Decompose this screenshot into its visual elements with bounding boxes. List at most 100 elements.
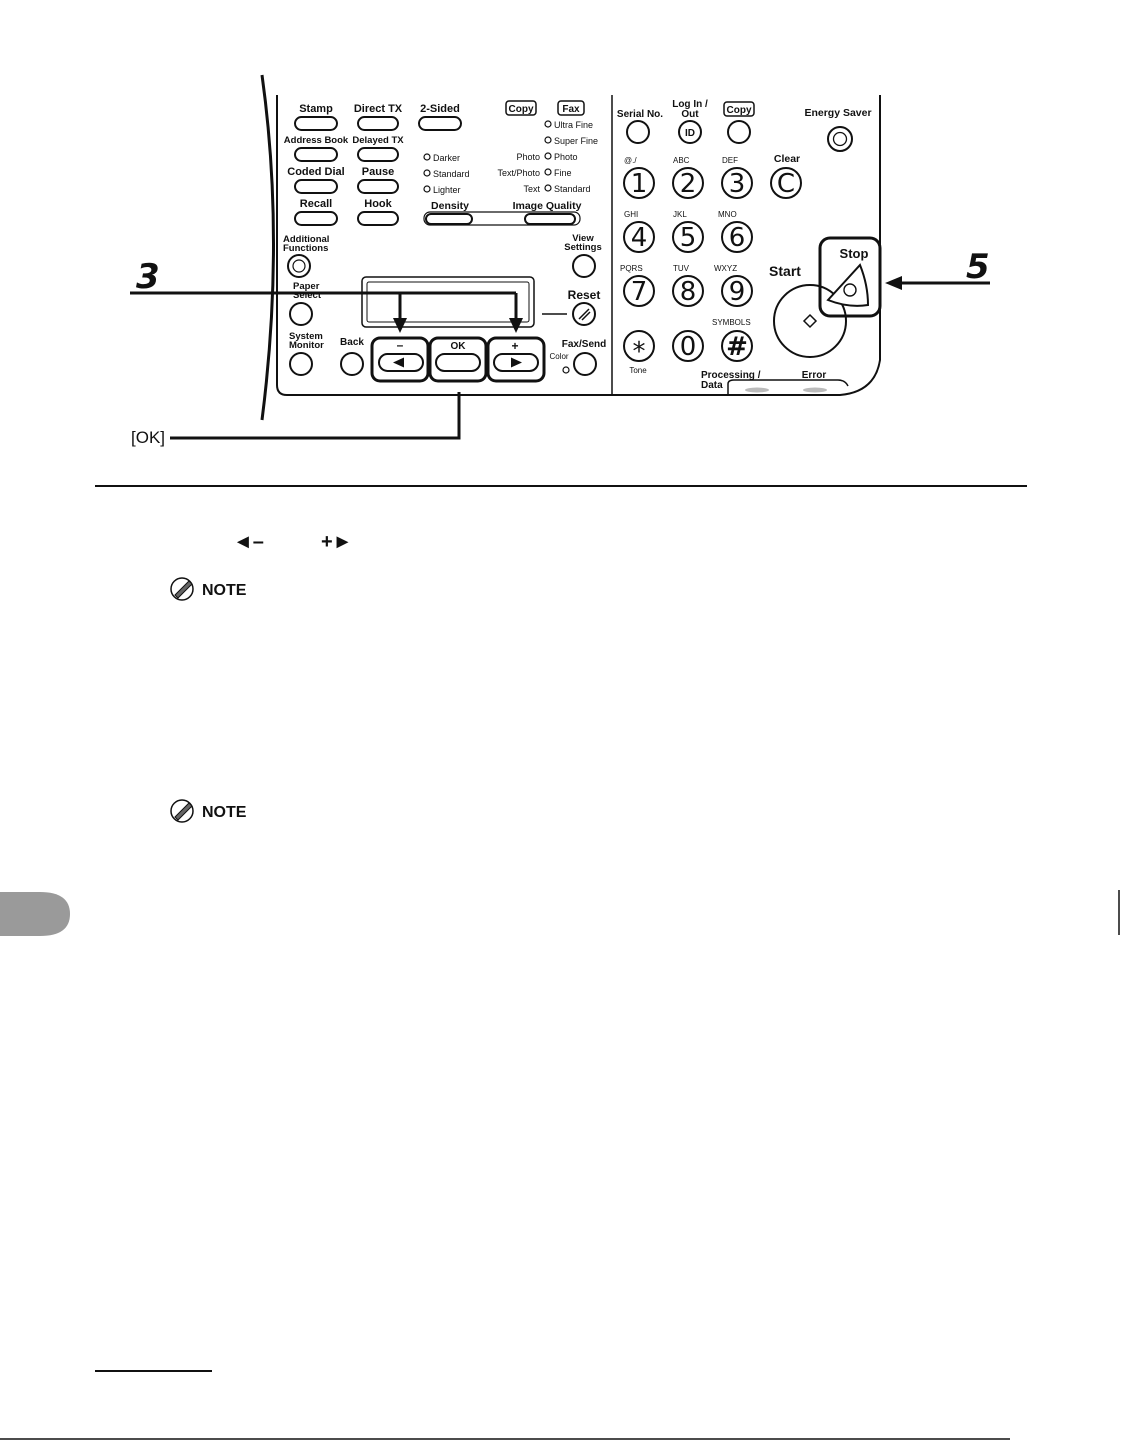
additional-functions-button[interactable] (287, 254, 311, 278)
darker-label: Darker (433, 153, 460, 163)
key-9[interactable] (721, 275, 753, 307)
direct-tx-button[interactable] (357, 116, 399, 131)
key-4-num: 4 (631, 223, 648, 253)
right-arrow-icon (511, 357, 522, 368)
iq-copy-text-label: Text (523, 184, 540, 194)
system-monitor-button[interactable] (289, 352, 313, 376)
note-1-label: NOTE (202, 582, 247, 599)
stop-button[interactable] (826, 263, 870, 307)
reset-icon (578, 308, 591, 321)
two-sided-button[interactable] (418, 116, 462, 131)
key-star[interactable] (623, 330, 655, 362)
ok-callout-label: [OK] (131, 428, 165, 447)
key-3-num: 3 (729, 169, 746, 199)
pause-button[interactable] (357, 179, 399, 194)
serial-no-label: Serial No. (617, 109, 663, 120)
density-button[interactable] (425, 213, 473, 225)
paper-select-button[interactable] (289, 302, 313, 326)
lcd-display (361, 276, 535, 328)
standard-density-indicator (423, 169, 431, 177)
key-2-sub: ABC (673, 156, 690, 165)
clear-button[interactable] (770, 167, 802, 199)
energy-saver-label: Energy Saver (804, 107, 871, 119)
two-sided-label: 2-Sided (420, 103, 460, 115)
key-1[interactable] (623, 167, 655, 199)
key-0[interactable] (672, 330, 704, 362)
fine-label: Fine (554, 168, 572, 178)
key-0-num: 0 (680, 332, 697, 362)
key-3-sub: DEF (722, 156, 738, 165)
key-6-num: 6 (729, 223, 746, 253)
note-2-label: NOTE (202, 804, 247, 821)
key-6-sub: MNO (718, 210, 737, 219)
key-1-sub: @./ (624, 156, 637, 165)
delayed-tx-button[interactable] (357, 147, 399, 162)
fax-send-label: Fax/Send (562, 339, 606, 350)
super-fine-indicator (544, 136, 552, 144)
plus-right-glyph: +► (321, 531, 352, 553)
fax-send-button[interactable] (573, 352, 597, 376)
stamp-button[interactable] (294, 116, 338, 131)
key-8-sub: TUV (673, 264, 690, 273)
plus-label: + (511, 339, 518, 353)
key-2-num: 2 (680, 169, 697, 199)
super-fine-label: Super Fine (554, 136, 598, 146)
start-button[interactable] (773, 284, 847, 358)
key-3[interactable] (721, 167, 753, 199)
direct-tx-label: Direct TX (354, 103, 403, 115)
step-5-callout: 5 (966, 247, 990, 287)
hook-button[interactable] (357, 211, 399, 226)
coded-dial-button[interactable] (294, 179, 338, 194)
copy-key-button[interactable] (727, 120, 751, 144)
callouts: 3 5 [OK] (130, 247, 990, 447)
key-7[interactable] (623, 275, 655, 307)
stop-label: Stop (840, 246, 869, 261)
key-5-sub: JKL (673, 210, 687, 219)
serial-no-button[interactable] (626, 120, 650, 144)
image-quality-label: Image Quality (513, 200, 582, 212)
log-in-out-label: Log In /Out (672, 99, 708, 120)
iq-copy-photo-label: Photo (516, 152, 540, 162)
minus-label: – (397, 338, 404, 352)
id-icon: ID (685, 128, 695, 139)
key-hash-num: # (726, 332, 748, 362)
iq-copy-textphoto-label: Text/Photo (497, 168, 540, 178)
key-5[interactable] (672, 221, 704, 253)
clear-key: C (777, 169, 795, 199)
energy-saver-button[interactable] (827, 126, 853, 152)
lighter-label: Lighter (433, 185, 461, 195)
recall-label: Recall (300, 198, 332, 210)
log-in-out-button[interactable] (678, 120, 702, 144)
view-settings-button[interactable] (572, 254, 596, 278)
highlight-left-minus (370, 336, 430, 383)
additional-functions-icon (292, 259, 306, 273)
recall-button[interactable] (294, 211, 338, 226)
color-indicator (562, 366, 570, 374)
tone-label: Tone (629, 366, 647, 375)
highlight-ok (428, 336, 488, 383)
key-2[interactable] (672, 167, 704, 199)
back-button[interactable] (340, 352, 364, 376)
lighter-indicator (423, 185, 431, 193)
copy-badge (505, 100, 537, 116)
step-3-callout: 3 (136, 257, 160, 297)
coded-dial-label: Coded Dial (287, 166, 344, 178)
key-7-num: 7 (631, 277, 648, 307)
address-book-button[interactable] (294, 147, 338, 162)
left-arrow-icon (393, 357, 404, 368)
key-9-num: 9 (729, 277, 746, 307)
color-label: Color (549, 352, 568, 361)
ok-button[interactable] (435, 353, 481, 372)
image-quality-button[interactable] (524, 213, 576, 225)
ok-label: OK (451, 341, 467, 352)
key-8-num: 8 (680, 277, 697, 307)
key-8[interactable] (672, 275, 704, 307)
key-6[interactable] (721, 221, 753, 253)
key-hash[interactable] (721, 330, 753, 362)
stop-highlight (818, 236, 882, 318)
address-book-label: Address Book (284, 135, 349, 146)
key-4[interactable] (623, 221, 655, 253)
clear-label: Clear (774, 153, 800, 165)
